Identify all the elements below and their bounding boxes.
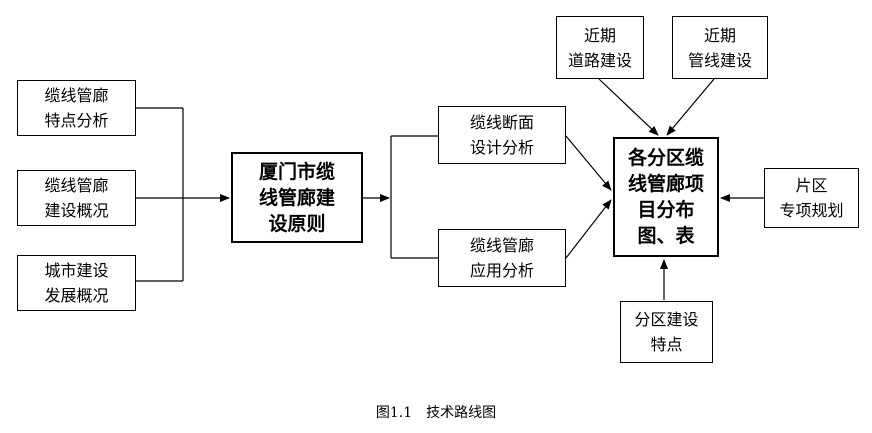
node-section-design-analysis-label: 缆线断面 设计分析 <box>469 113 534 157</box>
node-district-distribution-result-label: 各分区缆 线管廊项 目分布 图、表 <box>627 147 704 247</box>
node-near-term-pipeline: 近期 管线建设 <box>672 16 768 79</box>
node-urban-development-overview-label: 城市建设 发展概况 <box>44 261 109 305</box>
node-district-distribution-result: 各分区缆 线管廊项 目分布 图、表 <box>613 137 719 257</box>
node-cable-corridor-features-label: 缆线管廊 特点分析 <box>44 86 109 130</box>
node-cable-corridor-overview: 缆线管廊 建设概况 <box>17 170 136 226</box>
node-district-special-plan-label: 片区 专项规划 <box>779 176 844 220</box>
arrow-near-pipeline-to-result <box>666 78 715 136</box>
node-near-term-road-label: 近期 道路建设 <box>567 25 632 70</box>
figure-caption: 图1.1 技术路线图 <box>375 405 497 421</box>
node-cable-corridor-features: 缆线管廊 特点分析 <box>17 80 136 136</box>
node-application-analysis: 缆线管廊 应用分析 <box>438 229 566 287</box>
arrow-near-road-to-result <box>598 78 659 136</box>
node-zone-construction-features: 分区建设 特点 <box>620 301 713 363</box>
node-near-term-pipeline-label: 近期 管线建设 <box>687 25 752 70</box>
node-cable-corridor-overview-label: 缆线管廊 建设概况 <box>44 176 109 220</box>
node-zone-construction-features-label: 分区建设 特点 <box>634 310 699 354</box>
node-section-design-analysis: 缆线断面 设计分析 <box>438 106 566 164</box>
node-xiamen-principles: 厦门市缆 线管廊建 设原则 <box>231 152 363 243</box>
arrow-section-to-result <box>565 135 612 191</box>
arrow-application-to-result <box>565 199 612 259</box>
node-urban-development-overview: 城市建设 发展概况 <box>17 255 136 311</box>
node-district-special-plan: 片区 专项规划 <box>764 168 859 228</box>
node-xiamen-principles-label: 厦门市缆 线管廊建 设原则 <box>258 160 335 235</box>
node-application-analysis-label: 缆线管廊 应用分析 <box>469 236 534 280</box>
node-near-term-road: 近期 道路建设 <box>556 16 644 79</box>
